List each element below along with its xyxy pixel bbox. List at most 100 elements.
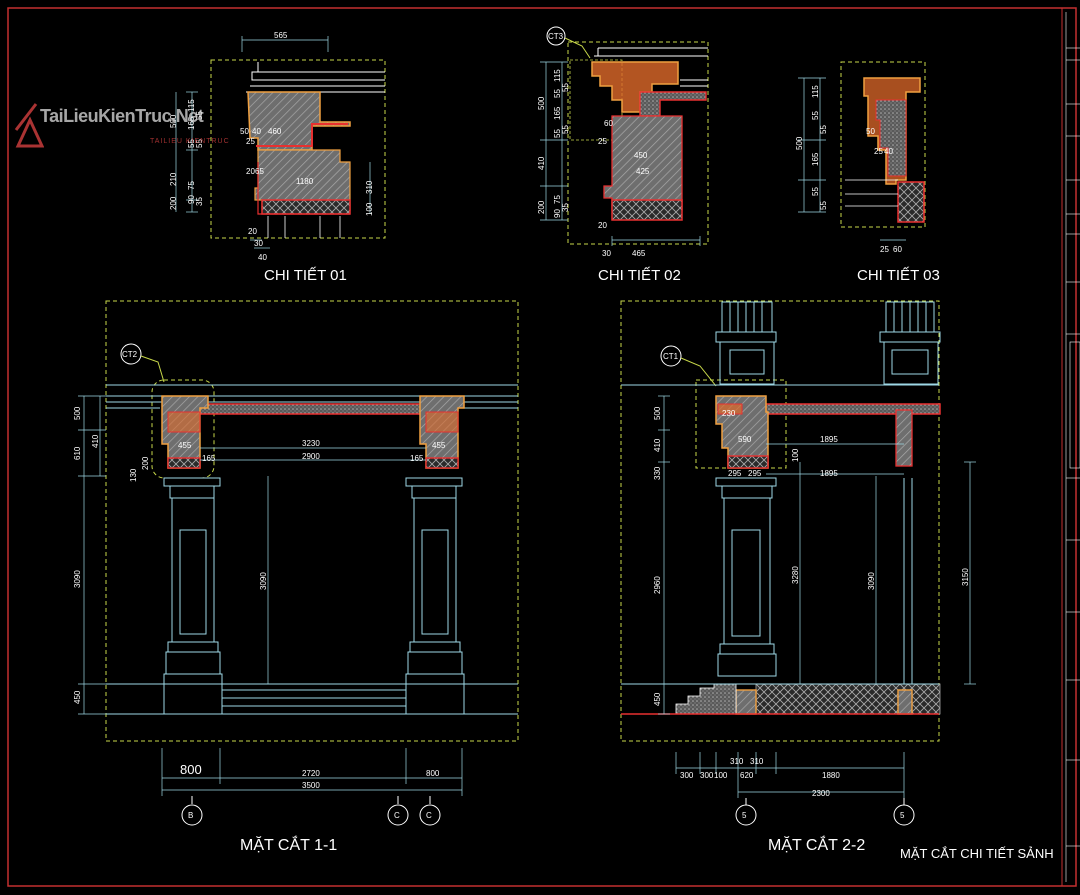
watermark-subtext: TAILIEU KIENTRUC bbox=[150, 138, 230, 145]
dim: 2300 bbox=[812, 789, 830, 798]
dim: 55 bbox=[561, 83, 570, 92]
dim: 55 bbox=[187, 139, 196, 148]
dim: 55 bbox=[195, 139, 204, 148]
dim: 460 bbox=[268, 127, 282, 136]
dim: 200 bbox=[537, 200, 546, 214]
title-section-2-2: MẶT CẮT 2-2 bbox=[768, 835, 865, 854]
dim: 300 bbox=[680, 771, 694, 780]
dim: 165 bbox=[202, 454, 216, 463]
dim: 40 bbox=[884, 147, 893, 156]
dim: 2960 bbox=[653, 576, 662, 594]
dim: 25 bbox=[874, 147, 883, 156]
dim: 20 bbox=[246, 167, 255, 176]
sheet-frame bbox=[7, 7, 1077, 887]
dim: 55 bbox=[553, 89, 562, 98]
dim: 100 bbox=[365, 202, 374, 216]
watermark-text: TaiLieuKienTruc.Net bbox=[40, 106, 204, 126]
dim: 165 bbox=[410, 454, 424, 463]
dim: 500 bbox=[73, 406, 82, 420]
title-detail-01: CHI TIẾT 01 bbox=[264, 267, 347, 284]
dim: 30 bbox=[254, 239, 263, 248]
callout-ct1: CT1 bbox=[663, 352, 679, 361]
dim: 310 bbox=[750, 757, 764, 766]
title-detail-03: CHI TIẾT 03 bbox=[857, 267, 940, 284]
detail-02: CT3 500 410 200 55 165 55 115 55 55 90 7… bbox=[537, 26, 709, 284]
dim: 1895 bbox=[820, 435, 838, 444]
dim: 3090 bbox=[73, 570, 82, 588]
dim: 500 bbox=[653, 406, 662, 420]
dim: 410 bbox=[537, 156, 546, 170]
dim: 75 bbox=[553, 195, 562, 204]
section-1-1: CT2 bbox=[73, 300, 519, 854]
callout-ct3: CT3 bbox=[548, 32, 564, 41]
callout-ct2: CT2 bbox=[122, 350, 138, 359]
dim: 3500 bbox=[302, 781, 320, 790]
dim: 800 bbox=[426, 769, 440, 778]
dim: 90 bbox=[553, 209, 562, 218]
dim: 230 bbox=[722, 409, 736, 418]
watermark-logo-icon bbox=[14, 103, 44, 148]
dim: 330 bbox=[653, 466, 662, 480]
dim: 20 bbox=[248, 227, 257, 236]
dim: 55 bbox=[561, 125, 570, 134]
dim: 800 bbox=[180, 762, 202, 777]
dim: 3280 bbox=[791, 566, 800, 584]
column-upper-left bbox=[715, 301, 777, 385]
dim: 300 bbox=[700, 771, 714, 780]
dim: 1895 bbox=[820, 469, 838, 478]
dim: 500 bbox=[795, 136, 804, 150]
dim: 1880 bbox=[822, 771, 840, 780]
dim: 100 bbox=[714, 771, 728, 780]
dim: 610 bbox=[73, 446, 82, 460]
dim: 295 bbox=[728, 469, 742, 478]
dim: 295 bbox=[748, 469, 762, 478]
dim: 165 bbox=[553, 106, 562, 120]
grid-axis-5: 5 bbox=[742, 811, 747, 820]
dim: 310 bbox=[365, 180, 374, 194]
dim: 60 bbox=[893, 245, 902, 254]
section-2-2: CT1 bbox=[620, 300, 976, 854]
dim: 1180 bbox=[296, 177, 314, 186]
dim: 30 bbox=[602, 249, 611, 258]
title-block bbox=[1066, 47, 1080, 847]
title-detail-02: CHI TIẾT 02 bbox=[598, 267, 681, 284]
dim: 450 bbox=[73, 690, 82, 704]
dim: 165 bbox=[811, 152, 820, 166]
dim: 455 bbox=[432, 441, 446, 450]
dim: 3090 bbox=[259, 572, 268, 590]
column-left bbox=[163, 477, 223, 715]
dim: 35 bbox=[561, 203, 570, 212]
dim: 310 bbox=[730, 757, 744, 766]
dim: 130 bbox=[129, 468, 138, 482]
dim: 55 bbox=[819, 201, 828, 210]
grid-axis-c: C bbox=[394, 811, 400, 820]
dim: 60 bbox=[604, 119, 613, 128]
sheet-title: MẶT CẮT CHI TIẾT SẢNH bbox=[900, 846, 1054, 861]
title-section-1-1: MẶT CẮT 1-1 bbox=[240, 835, 337, 854]
detail-03: 500 115 55 55 165 55 55 50 25 40 25 60 C… bbox=[795, 61, 940, 284]
grid-axis-5: 5 bbox=[900, 811, 905, 820]
dim: 565 bbox=[274, 31, 288, 40]
dim: 620 bbox=[740, 771, 754, 780]
dim: 40 bbox=[252, 127, 261, 136]
dim: 55 bbox=[553, 129, 562, 138]
dim: 55 bbox=[811, 187, 820, 196]
dim: 450 bbox=[653, 692, 662, 706]
dim: 500 bbox=[169, 114, 178, 128]
grid-axis-b: B bbox=[188, 811, 193, 820]
grid-axis-c: C bbox=[426, 811, 432, 820]
dim: 465 bbox=[632, 249, 646, 258]
dim: 40 bbox=[258, 253, 267, 262]
dim: 500 bbox=[537, 96, 546, 110]
dim: 50 bbox=[240, 127, 249, 136]
dim: 3230 bbox=[302, 439, 320, 448]
dim: 3090 bbox=[867, 572, 876, 590]
dim: 2900 bbox=[302, 452, 320, 461]
dim: 55 bbox=[195, 111, 204, 120]
dim: 590 bbox=[738, 435, 752, 444]
dim: 3150 bbox=[961, 568, 970, 586]
dim: 115 bbox=[811, 85, 820, 98]
dim: 25 bbox=[246, 137, 255, 146]
dim: 25 bbox=[880, 245, 889, 254]
